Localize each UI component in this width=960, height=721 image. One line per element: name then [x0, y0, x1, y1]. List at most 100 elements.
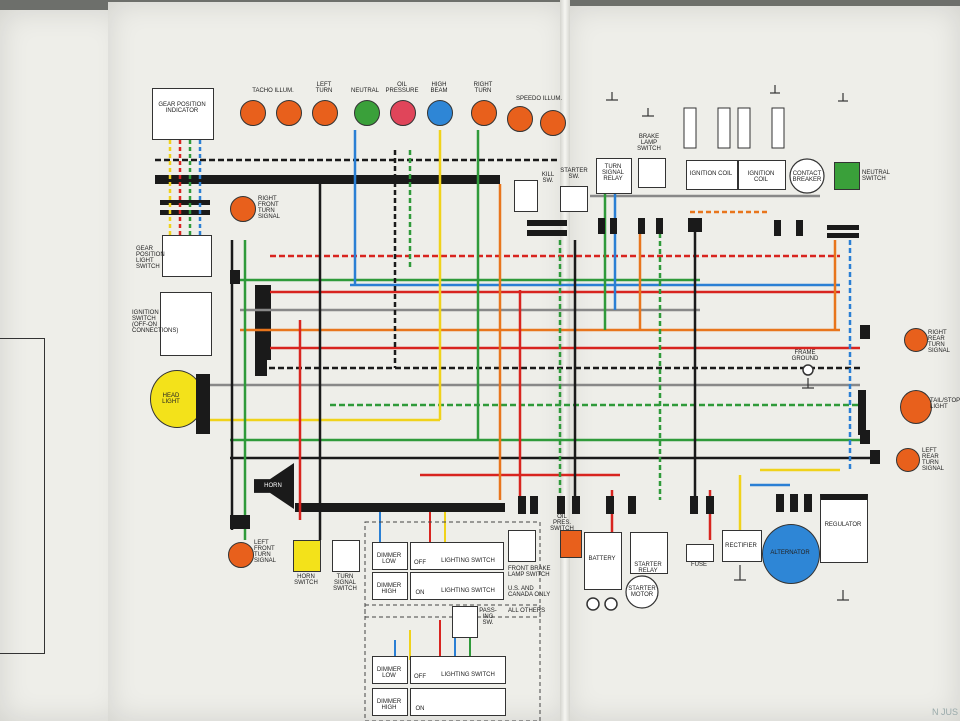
starter-switch — [560, 186, 588, 212]
lighting-switch-3 — [410, 656, 506, 684]
headlight-label: HEAD LIGHT — [162, 393, 180, 405]
frame-ground-label: FRAME GROUND — [791, 350, 819, 362]
bulb-high-beam — [427, 100, 453, 126]
ignition-coil-2 — [738, 160, 786, 190]
regulator — [820, 494, 868, 563]
on-2-label: ON — [415, 706, 425, 712]
bulb-left-turn — [312, 100, 338, 126]
bulb-left-front-turn-signal — [228, 542, 254, 568]
left-rear-turn-signal-label: LEFT REAR TURN SIGNAL — [922, 448, 945, 472]
on-1-label: ON — [415, 590, 425, 596]
gear-position-indicator — [152, 88, 214, 140]
dimmer-low-2-label: DIMMER LOW — [376, 667, 402, 679]
contact-breaker-label: CONTACT BREAKER — [792, 171, 822, 183]
dimmer-high-block-2 — [372, 688, 408, 716]
neutral-switch-label: NEUTRAL SWITCH — [862, 170, 890, 182]
lighting-switch-4 — [410, 688, 506, 716]
horn-switch-label: HORN SWITCH — [294, 574, 318, 586]
speedo-illum-label: SPEEDO ILLUM. — [515, 96, 562, 102]
oil-pressure-label: OIL PRESSURE — [385, 82, 419, 94]
ignition-coil-1-label: IGNITION COIL — [689, 171, 733, 177]
headlight — [150, 370, 204, 428]
lighting-switch-1-label: LIGHTING SWITCH — [441, 558, 495, 564]
tacho-illum-label: TACHO ILLUM. — [252, 88, 294, 94]
alternator — [762, 524, 820, 584]
harness-bar-top — [155, 175, 500, 184]
lighting-switch-1 — [410, 542, 504, 570]
front-brake-lamp-switch — [508, 530, 536, 562]
neutral-label: NEUTRAL — [350, 88, 379, 94]
lighting-switch-2 — [410, 572, 504, 600]
rectifier — [722, 530, 762, 562]
dimmer-high-1-label: DIMMER HIGH — [376, 583, 402, 595]
rectifier-label: RECTIFIER — [725, 543, 757, 549]
off-2-label: OFF — [414, 674, 426, 680]
bulb-tacho-illum-2 — [276, 100, 302, 126]
starter-switch-label: STARTER SW. — [560, 168, 588, 180]
margin-box — [0, 338, 45, 654]
passing-switch — [452, 606, 478, 638]
bulb-speedo-illum-2 — [540, 110, 566, 136]
oil-pressure-switch — [560, 530, 582, 558]
high-beam-label: HIGH BEAM — [430, 82, 448, 94]
dimmer-low-1-label: DIMMER LOW — [376, 553, 402, 565]
all-others-label: ALL OTHERS — [508, 608, 546, 614]
tail-stop-light-label: TAIL/STOP LIGHT — [930, 398, 960, 410]
lighting-switch-2-label: LIGHTING SWITCH — [441, 588, 495, 594]
horn-label: HORN — [264, 483, 282, 489]
fuse-label: FUSE — [690, 562, 707, 568]
bulb-left-rear-turn-signal — [896, 448, 920, 472]
turn-signal-switch-label: TURN SIGNAL SWITCH — [333, 574, 357, 592]
battery-label: BATTERY — [588, 556, 616, 562]
lighting-switch-3-label: LIGHTING SWITCH — [441, 672, 495, 678]
dimmer-low-block-1 — [372, 542, 408, 570]
headlight-socket — [196, 374, 210, 434]
fuse — [686, 544, 714, 562]
left-margin-page — [0, 10, 125, 721]
bulb-right-turn — [471, 100, 497, 126]
starter-relay-label: STARTER RELAY — [634, 562, 662, 574]
us-canada-only-label: U.S. and CANADA ONLY — [508, 586, 551, 598]
dimmer-low-block-2 — [372, 656, 408, 684]
ignition-switch-label: IGNITION SWITCH (OFF-ON CONNECTIONS) — [132, 310, 179, 334]
bulb-right-rear-turn-signal — [904, 328, 928, 352]
battery — [584, 532, 622, 590]
alternator-label: ALTERNATOR — [770, 550, 810, 556]
gear-position-light-switch — [162, 235, 212, 277]
bulb-right-front-turn-signal — [230, 196, 256, 222]
bulb-speedo-illum-1 — [507, 106, 533, 132]
front-brake-lamp-switch-label: FRONT BRAKE LAMP SWITCH — [508, 566, 551, 578]
left-turn-label: LEFT TURN — [315, 82, 333, 94]
corner-text: N JUS — [931, 707, 958, 717]
starter-relay — [630, 532, 668, 574]
ignition-switch — [160, 292, 212, 356]
starter-motor-label: STARTER MOTOR — [628, 586, 656, 598]
harness-bar-bottom — [295, 503, 505, 512]
right-rear-turn-signal-label: RIGHT REAR TURN SIGNAL — [928, 330, 951, 354]
horn-switch — [293, 540, 321, 572]
passing-switch-label: PASS-ING SW. — [479, 608, 497, 626]
gear-position-indicator-label: GEAR POSITION INDICATOR — [158, 102, 206, 114]
bulb-tacho-illum-1 — [240, 100, 266, 126]
dimmer-high-block-1 — [372, 572, 408, 600]
ignition-coil-1 — [686, 160, 738, 190]
turn-signal-relay — [596, 158, 632, 194]
left-front-turn-signal-label: LEFT FRONT TURN SIGNAL — [254, 540, 277, 564]
bulb-neutral — [354, 100, 380, 126]
frame-ground-terminal — [802, 364, 814, 376]
oil-pressure-switch-label: OIL PRES. SWITCH — [550, 514, 574, 532]
right-turn-label: RIGHT TURN — [473, 82, 493, 94]
turn-signal-relay-label: TURN SIGNAL RELAY — [601, 164, 624, 182]
kill-switch-label: KILL SW. — [541, 172, 555, 184]
brake-lamp-switch — [638, 158, 666, 188]
brake-lamp-switch-label: BRAKE LAMP SWITCH — [637, 134, 661, 152]
regulator-label: REGULATOR — [824, 522, 862, 528]
page-fold — [560, 0, 570, 721]
off-1-label: OFF — [414, 560, 426, 566]
bulb-oil-pressure — [390, 100, 416, 126]
right-front-turn-signal-label: RIGHT FRONT TURN SIGNAL — [258, 196, 281, 220]
tail-stop-light — [900, 390, 932, 424]
gear-position-light-switch-label: GEAR POSITION LIGHT SWITCH — [136, 246, 165, 270]
turn-signal-switch — [332, 540, 360, 572]
